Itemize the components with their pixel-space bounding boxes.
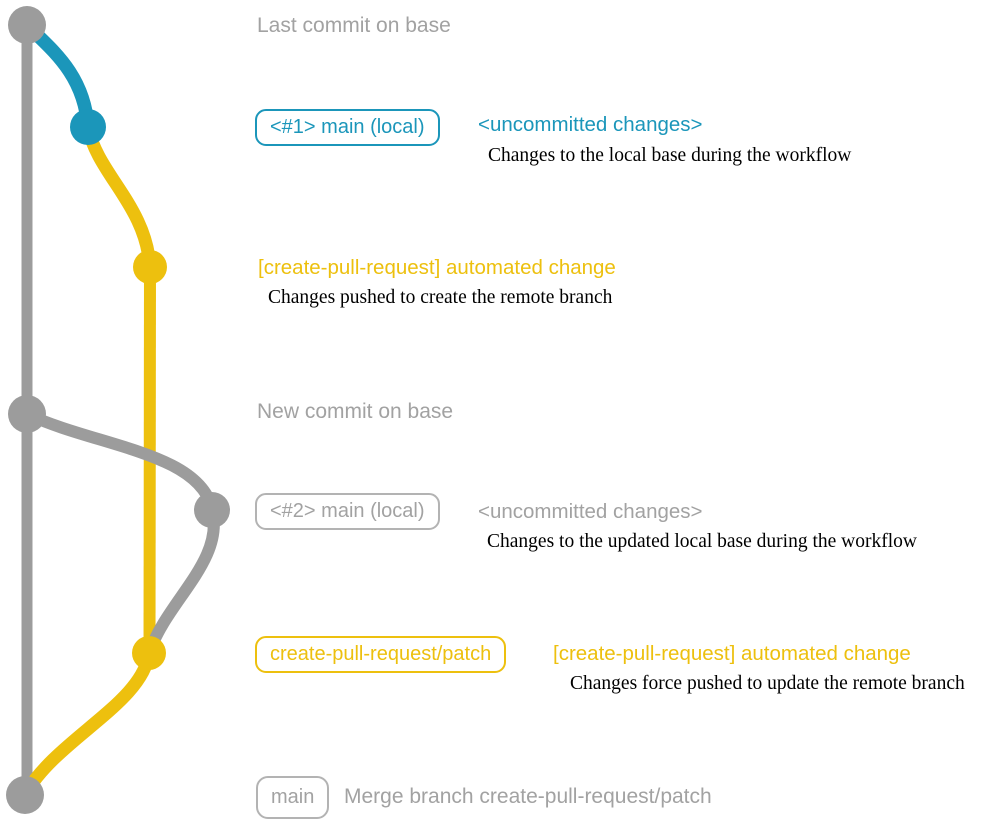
branch-badge-main-1: <#1> main (local) bbox=[255, 109, 440, 146]
commit-message-automated-2: [create-pull-request] automated change bbox=[553, 642, 911, 665]
note-pushed-to-create: Changes pushed to create the remote bran… bbox=[268, 287, 613, 308]
commit-dot-local-main-2 bbox=[194, 492, 230, 528]
git-graph bbox=[6, 6, 230, 814]
branch-badge-main: main bbox=[256, 776, 330, 819]
commit-dot-merge bbox=[6, 776, 44, 814]
note-force-pushed: Changes force pushed to update the remot… bbox=[570, 673, 965, 694]
branch-badge-patch: create-pull-request/patch bbox=[255, 636, 507, 673]
patch-branch-curve-1 bbox=[81, 120, 157, 274]
note-updated-local-base-changes: Changes to the updated local base during… bbox=[487, 531, 917, 552]
status-uncommitted-changes-1: <uncommitted changes> bbox=[478, 113, 703, 136]
commit-message-merge: Merge branch create-pull-request/patch bbox=[344, 785, 712, 808]
commit-dot-local-main-1 bbox=[70, 109, 106, 145]
commit-dot-automated-2 bbox=[132, 636, 166, 670]
label-last-commit-on-base: Last commit on base bbox=[257, 14, 451, 37]
merge-curve bbox=[19, 646, 156, 800]
note-local-base-changes: Changes to the local base during the wor… bbox=[488, 145, 852, 166]
commit-dot-last-base bbox=[8, 6, 46, 44]
local-main-2-curve bbox=[21, 408, 218, 514]
status-uncommitted-changes-2: <uncommitted changes> bbox=[478, 500, 703, 523]
commit-message-automated-1: [create-pull-request] automated change bbox=[258, 256, 616, 279]
commit-dot-new-base bbox=[8, 395, 46, 433]
branch-badge-main-2: <#2> main (local) bbox=[255, 493, 440, 530]
rebase-curve bbox=[144, 504, 220, 657]
commit-dot-automated-1 bbox=[133, 250, 167, 284]
label-new-commit-on-base: New commit on base bbox=[257, 400, 454, 423]
